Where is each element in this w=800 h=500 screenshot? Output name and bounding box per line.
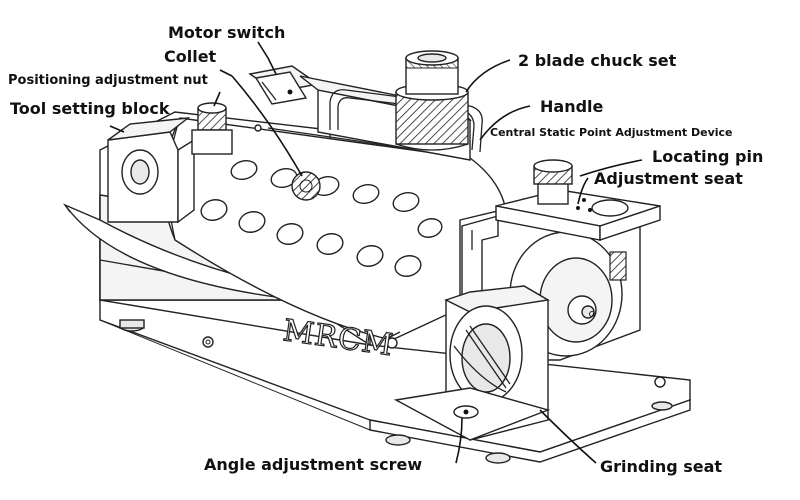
label-chuck-set: 2 blade chuck set: [518, 51, 677, 70]
adjustment-seat-part: [495, 189, 661, 241]
label-angle-screw: Angle adjustment screw: [204, 455, 422, 474]
label-adjustment-seat: Adjustment seat: [594, 169, 743, 188]
locating-pin-part: [533, 159, 573, 205]
label-central-static-point: Central Static Point Adjustment Device: [490, 126, 733, 139]
positioning-nut-part: [191, 102, 233, 155]
chuck-set-part: [395, 50, 469, 151]
label-grinding-seat: Grinding seat: [600, 457, 722, 476]
label-positioning-nut: Positioning adjustment nut: [8, 73, 208, 88]
tool-setting-block-part: [107, 117, 195, 224]
motor-switch-part: [248, 65, 320, 105]
label-collet: Collet: [164, 47, 217, 66]
grinding-seat-part: [393, 285, 551, 441]
label-locating-pin: Locating pin: [652, 147, 763, 166]
label-tool-setting-block: Tool setting block: [10, 99, 170, 118]
collet-part: [291, 171, 321, 201]
label-handle: Handle: [540, 97, 604, 116]
label-motor-switch: Motor switch: [168, 23, 285, 42]
callout-labels: Motor switch Collet Positioning adjustme…: [8, 23, 763, 476]
leader-lines: [109, 41, 643, 464]
collet-holes: [200, 159, 443, 277]
machine-drawing: MRCM: [62, 50, 691, 464]
